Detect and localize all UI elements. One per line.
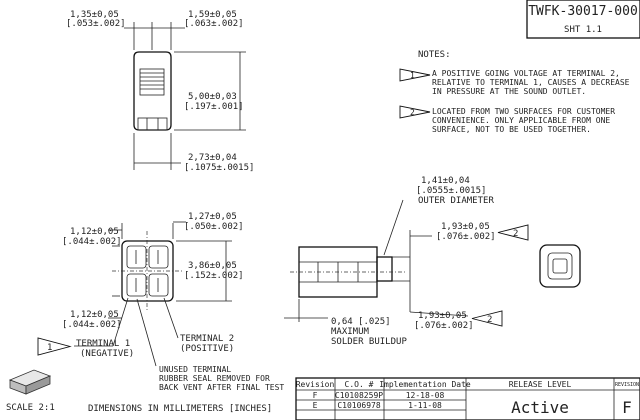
side-lower-dim: 1,93±0,05 <box>418 311 467 321</box>
tube-dim-note: OUTER DIAMETER <box>418 196 494 206</box>
top-depth-dim-inch: [.063±.002] <box>184 19 244 29</box>
note1-line: RELATIVE TO TERMINAL 1, CAUSES A DECREAS… <box>432 78 630 87</box>
side-upper-flag-number: 2 <box>513 229 518 239</box>
top-depth-dim: 1,59±0,05 <box>188 10 237 20</box>
note1-flag-icon <box>399 68 431 82</box>
side-upper-dim: 1,93±0,05 <box>441 222 490 232</box>
terminal-note-flag-icon <box>37 337 72 356</box>
side-lower-flag-number: 2 <box>487 315 492 325</box>
side-lower-flag-icon <box>471 310 503 327</box>
terminal-labels: 1 TERMINAL 1 (NEGATIVE) TERMINAL 2 (POSI… <box>37 297 284 392</box>
front-view: 1,12±0,05 [.044±.002] 1,27±0,05 [.050±.0… <box>62 212 244 330</box>
front-left-dim: 1,12±0,05 <box>70 227 119 237</box>
end-view <box>539 244 581 288</box>
side-upper-dim-inch: [.076±.002] <box>436 232 496 242</box>
revision-header: Revision <box>296 380 335 389</box>
terminal1-label: TERMINAL 1 <box>76 339 130 349</box>
top-width-dim-inch: [.053±.002] <box>66 19 126 29</box>
front-height-dim-inch: [.152±.002] <box>184 271 244 281</box>
note2-line: LOCATED FROM TWO SURFACES FOR CUSTOMER <box>432 107 615 116</box>
solder-dim-note: SOLDER BUILDUP <box>331 337 407 347</box>
isometric-icon <box>8 369 52 395</box>
revision-table: Revision C.O. # Implementation Date RELE… <box>295 377 640 420</box>
note1-flag-number: 1 <box>410 71 415 80</box>
table-row: F C10108259P 12-18-08 <box>313 391 445 400</box>
revision-cell: F <box>313 391 318 400</box>
part-number: TWFK-30017-000 <box>528 4 638 19</box>
front-bottom-dim-inch: [.044±.002] <box>62 320 122 330</box>
co-header: C.O. # <box>345 380 374 389</box>
note1-line: IN PRESSURE AT THE SOUND OUTLET. <box>432 87 586 96</box>
unused-terminal-label: RUBBER SEAL REMOVED FOR <box>159 374 270 383</box>
top-width-dim: 1,35±0,05 <box>70 10 119 20</box>
tube-dim: 1,41±0,04 <box>421 176 470 186</box>
side-view: 1,41±0,04 [.0555±.0015] OUTER DIAMETER 1… <box>284 176 529 347</box>
release-level-header: RELEASE LEVEL <box>509 380 572 389</box>
note2-line: SURFACE, NOT TO BE USED TOGETHER. <box>432 125 591 134</box>
note2-flag-icon <box>399 105 431 119</box>
date-cell: 12-18-08 <box>406 391 445 400</box>
date-cell: 1-11-08 <box>408 401 442 410</box>
top-total-dim-inch: [.1075±.0015] <box>184 163 254 173</box>
sheet-number: SHT 1.1 <box>564 25 602 35</box>
release-level-value: Active <box>511 398 569 417</box>
scale-label: SCALE 2:1 <box>6 403 55 413</box>
side-upper-flag-icon <box>497 224 529 241</box>
revision-cell: E <box>313 401 318 410</box>
solder-dim-note: MAXIMUM <box>331 327 370 337</box>
tube-dim-inch: [.0555±.0015] <box>416 186 486 196</box>
notes-heading: NOTES: <box>418 50 451 60</box>
impl-header: Implementation Date <box>379 380 471 389</box>
notes-block: NOTES: 1 A POSITIVE GOING VOLTAGE AT TER… <box>399 50 630 134</box>
note1-line: A POSITIVE GOING VOLTAGE AT TERMINAL 2, <box>432 69 620 78</box>
top-view: 1,35±0,05 [.053±.002] 1,59±0,05 [.063±.0… <box>66 10 254 173</box>
side-lower-dim-inch: [.076±.002] <box>414 321 474 331</box>
note2-flag-number: 2 <box>410 108 415 117</box>
part-number-box: TWFK-30017-000 SHT 1.1 <box>526 0 640 39</box>
co-cell: C10108259P <box>335 391 383 400</box>
note2-line: CONVENIENCE. ONLY APPLICABLE FROM ONE <box>432 116 610 125</box>
top-total-dim: 2,73±0,04 <box>188 153 237 163</box>
front-bottom-dim: 1,12±0,05 <box>70 310 119 320</box>
front-left-dim-inch: [.044±.002] <box>62 237 122 247</box>
front-height-dim: 3,86±0,05 <box>188 261 237 271</box>
units-label: DIMENSIONS IN MILLIMETERS [INCHES] <box>88 404 272 414</box>
unused-terminal-label: UNUSED TERMINAL <box>159 365 231 374</box>
front-top-dim-inch: [.050±.002] <box>184 222 244 232</box>
terminal1-sublabel: (NEGATIVE) <box>80 349 134 359</box>
unused-terminal-label: BACK VENT AFTER FINAL TEST <box>159 383 284 392</box>
revision-box-header: REVISION <box>615 382 639 388</box>
terminal-note-number: 1 <box>47 343 52 353</box>
solder-dim: 0,64 [.025] <box>331 317 391 327</box>
front-top-dim: 1,27±0,05 <box>188 212 237 222</box>
terminal2-sublabel: (POSITIVE) <box>180 344 234 354</box>
co-cell: C10106978 <box>337 401 381 410</box>
current-revision-letter: F <box>622 398 632 417</box>
table-row: E C10106978 1-11-08 <box>313 401 442 410</box>
top-height-dim: 5,00±0,03 <box>188 92 237 102</box>
top-height-dim-inch: [.197±.001] <box>184 102 244 112</box>
terminal2-label: TERMINAL 2 <box>180 334 234 344</box>
